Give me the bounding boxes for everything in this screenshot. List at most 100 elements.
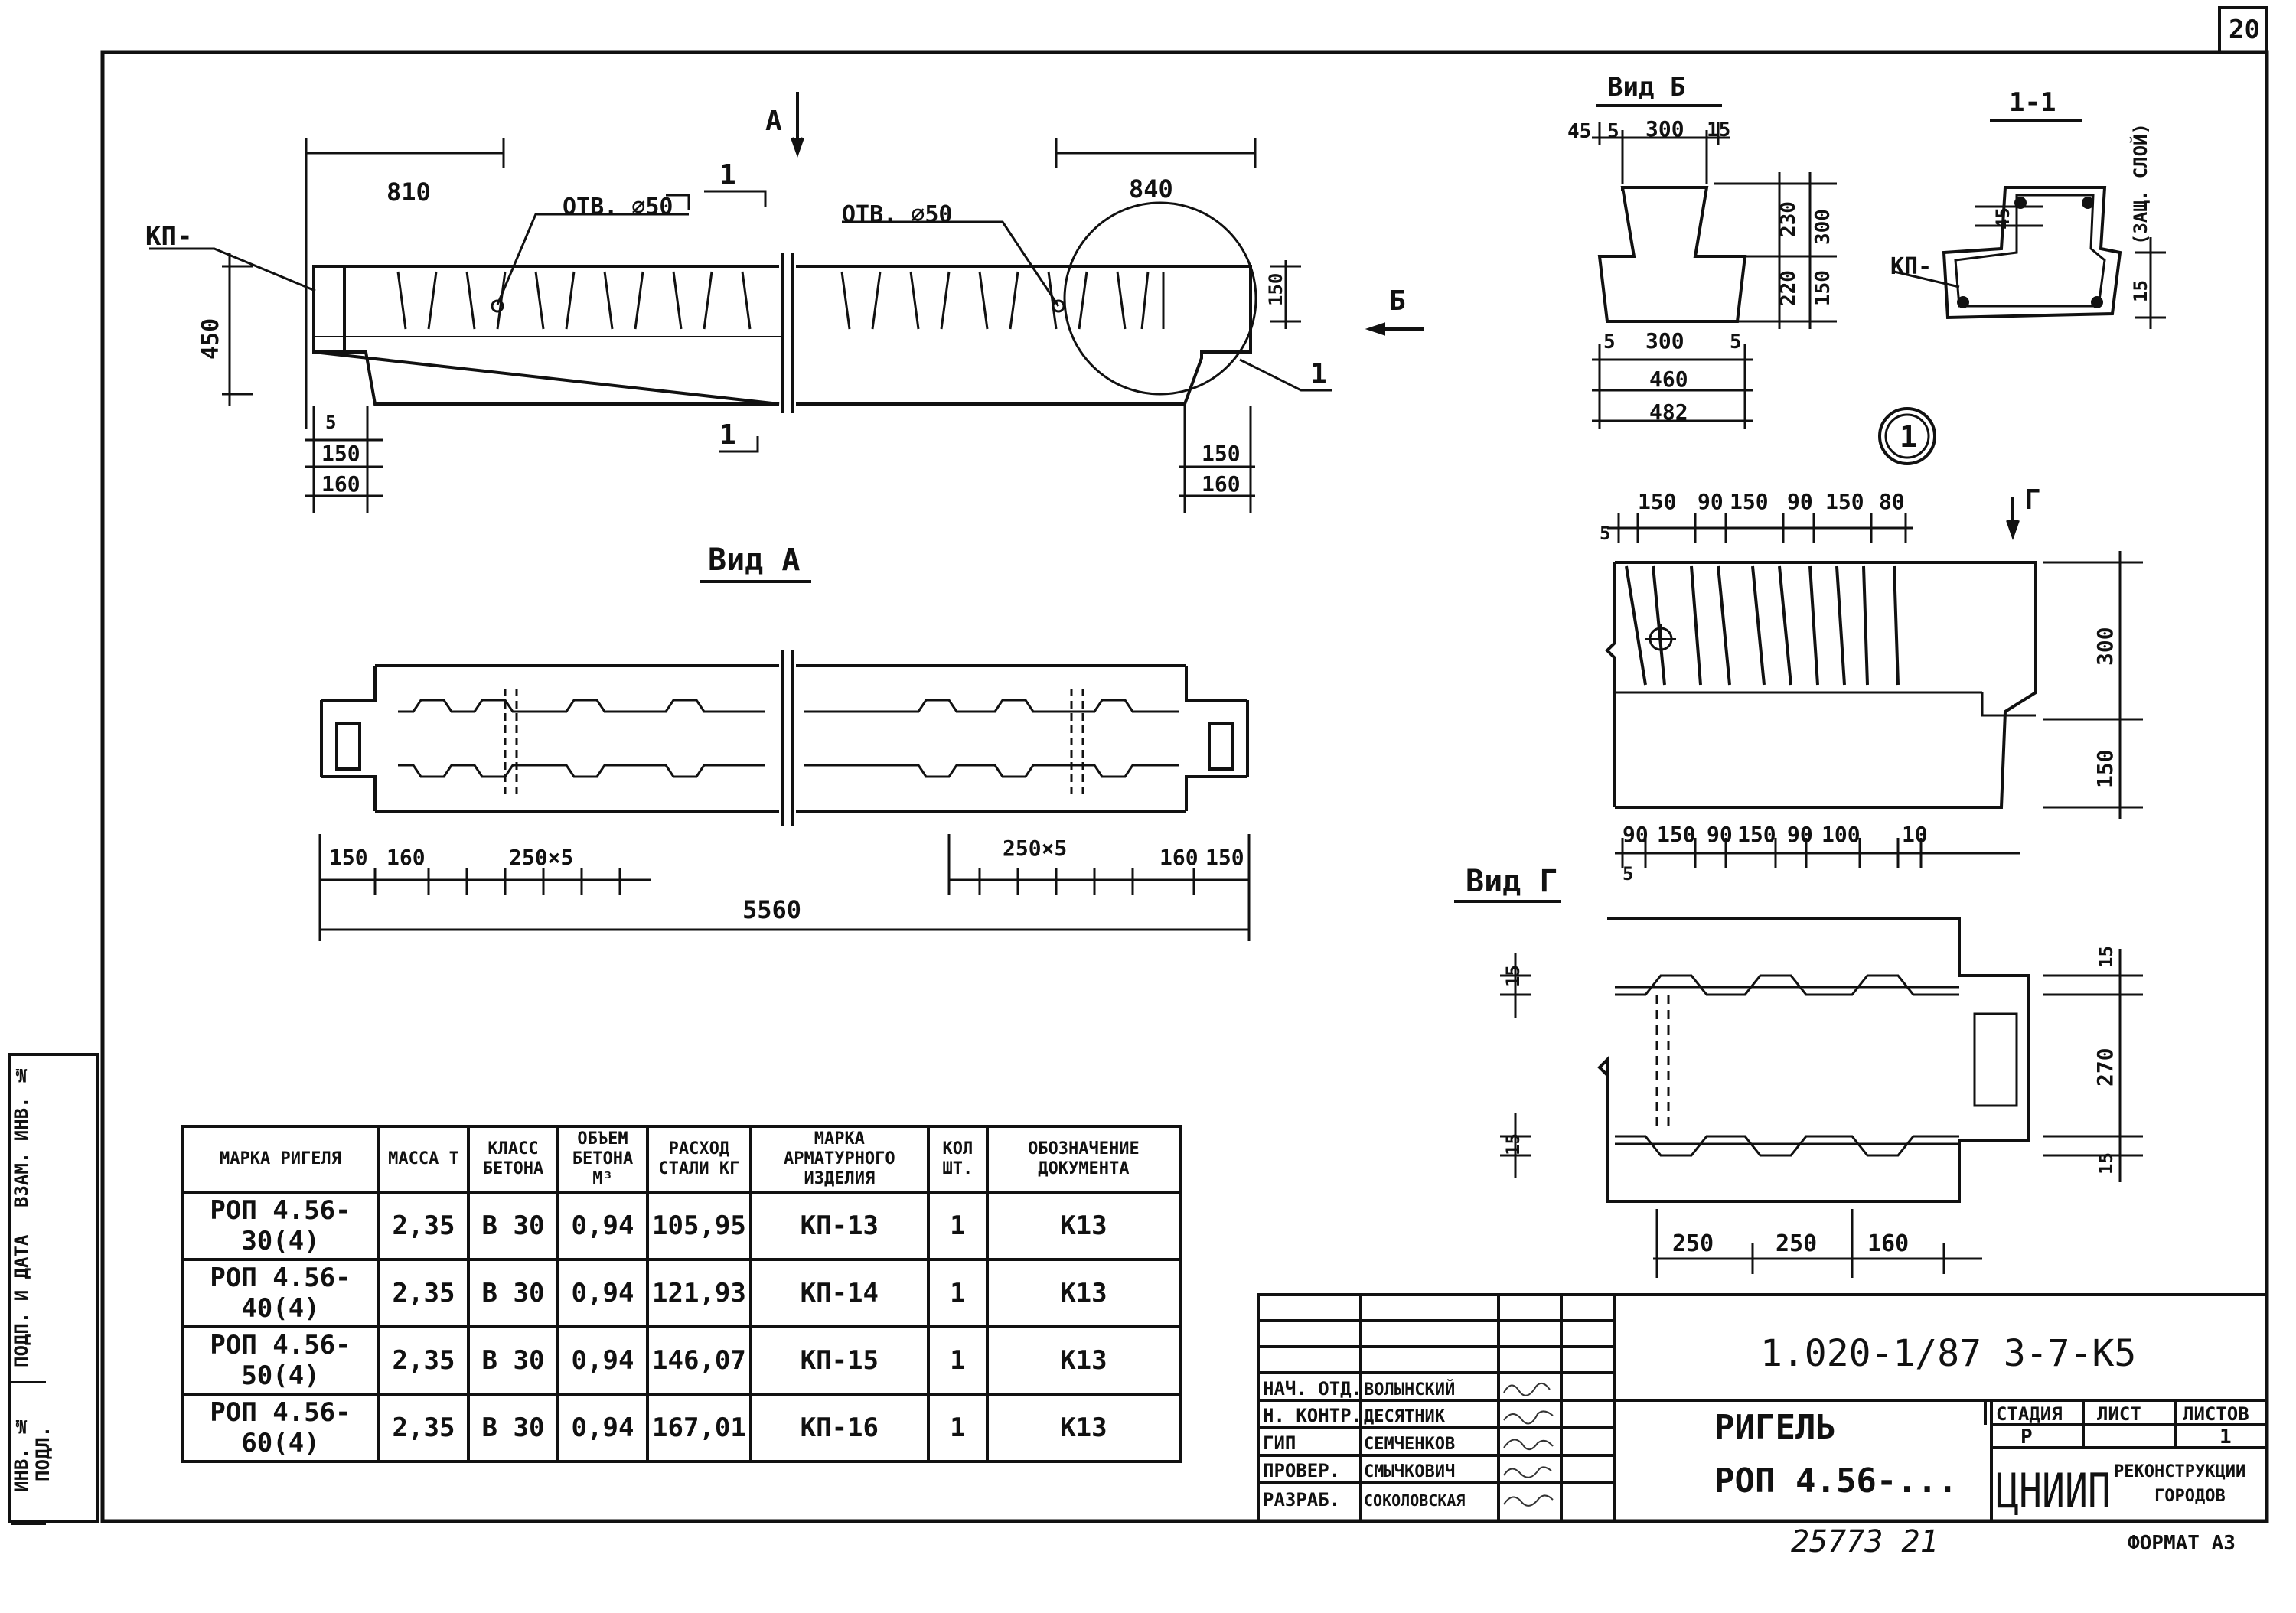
dim-s1-45: 45 <box>1992 207 2014 230</box>
org-line-2: ГОРОДОВ <box>2154 1487 2226 1506</box>
stage-value: Р <box>2020 1426 2033 1448</box>
dim-va-160b: 160 <box>1159 845 1199 870</box>
label-kp-main: КП- <box>145 221 192 252</box>
dim-vg-250a: 250 <box>1672 1230 1714 1257</box>
cell-qty: 1 <box>926 1258 989 1328</box>
dim-vg-90b: 90 <box>1707 822 1733 847</box>
cell-steel: 146,07 <box>646 1325 752 1396</box>
cell-kp: КП-15 <box>748 1325 930 1396</box>
dim-vg-250b: 250 <box>1776 1230 1817 1257</box>
cell-mark: РОП 4.56-50(4) <box>181 1325 380 1396</box>
staff-name-1: ВОЛЫНСКИЙ <box>1364 1380 1455 1400</box>
org-line-1: РЕКОНСТРУКЦИИ <box>2114 1462 2245 1481</box>
cell-class: В 30 <box>467 1191 559 1261</box>
label-arrow-a: А <box>765 106 782 137</box>
label-kp-section: КП- <box>1890 253 1932 280</box>
side-strip: ИНВ. № ПОДЛ. ПОДП. И ДАТА ВЗАМ. ИНВ. № <box>8 1053 99 1525</box>
view-a-plan <box>318 650 1251 941</box>
dim-main-150b: 150 <box>1202 441 1241 466</box>
view-a-title: Вид А <box>708 543 800 578</box>
dim-main-5: 5 <box>325 412 336 433</box>
dim-n1-90a: 90 <box>1698 489 1724 514</box>
dim-main-450: 450 <box>197 318 224 360</box>
cell-class: В 30 <box>467 1393 559 1463</box>
cell-kp: КП-14 <box>748 1258 930 1328</box>
cell-volume: 0,94 <box>556 1393 649 1463</box>
dim-vg-15c: 15 <box>2095 946 2117 968</box>
dim-vb-15: 15 <box>1707 119 1730 142</box>
sheets-value: 1 <box>2219 1426 2232 1448</box>
col-kp: МАРКА АРМАТУРНОГО ИЗДЕЛИЯ <box>748 1125 930 1194</box>
label-hole-left: ОТВ. ⌀50 <box>563 194 673 220</box>
dim-main-810: 810 <box>386 178 431 207</box>
dim-vb-230: 230 <box>1777 201 1800 237</box>
dim-vb-482: 482 <box>1649 399 1688 425</box>
dim-n1-5: 5 <box>1600 523 1610 544</box>
label-section-bottom: 1 <box>719 419 736 451</box>
table-row: РОП 4.56-30(4) 2,35 В 30 0,94 105,95 КП-… <box>181 1191 1182 1261</box>
dim-vg-15a: 15 <box>1502 965 1524 987</box>
col-mark: МАРКА РИГЕЛЯ <box>181 1125 380 1194</box>
cell-mark: РОП 4.56-30(4) <box>181 1191 380 1261</box>
col-class: КЛАСС БЕТОНА <box>467 1125 559 1194</box>
inventory-number: 25773 21 <box>1791 1524 1939 1559</box>
dim-va-250x5a: 250×5 <box>509 845 573 870</box>
dim-main-160b: 160 <box>1202 471 1241 497</box>
cell-doc: К13 <box>985 1393 1182 1463</box>
col-mass: МАССА Т <box>377 1125 470 1194</box>
label-hole-right: ОТВ. ⌀50 <box>842 201 953 228</box>
cell-qty: 1 <box>926 1393 989 1463</box>
dim-n1-150b: 150 <box>1730 489 1769 514</box>
stage-header: СТАДИЯ <box>1996 1403 2063 1425</box>
node-1-detail <box>1605 497 2143 819</box>
section-1-1-title: 1-1 <box>2009 87 2056 118</box>
dim-n1-300: 300 <box>2092 627 2118 666</box>
dim-s1-15: 15 <box>2130 280 2151 302</box>
dim-vb-300v: 300 <box>1812 209 1835 245</box>
label-callout-1: 1 <box>1310 358 1327 389</box>
dim-vg-100: 100 <box>1821 822 1861 847</box>
dim-va-150a: 150 <box>329 845 368 870</box>
cell-doc: К13 <box>985 1258 1182 1328</box>
dim-vb-300b: 300 <box>1645 328 1684 354</box>
cell-volume: 0,94 <box>556 1191 649 1261</box>
side-strip-sign: ПОДП. И ДАТА <box>11 1220 46 1383</box>
dim-va-total: 5560 <box>742 895 801 924</box>
dim-vb-5c: 5 <box>1730 331 1742 354</box>
product-line-2: РОП 4.56-... <box>1714 1461 1958 1501</box>
view-g-title: Вид Г <box>1466 864 1557 899</box>
sheet-number: 20 <box>2229 15 2260 45</box>
dim-vg-10: 10 <box>1902 822 1928 847</box>
dim-vg-160: 160 <box>1867 1230 1909 1257</box>
staff-role-5: РАЗРАБ. <box>1263 1489 1340 1510</box>
side-strip-inv: ИНВ. № ПОДЛ. <box>11 1385 54 1525</box>
staff-role-2: Н. КОНТР. <box>1263 1405 1362 1426</box>
side-strip-replace: ВЗАМ. ИНВ. № <box>11 1064 32 1208</box>
dim-main-150v: 150 <box>1265 273 1287 306</box>
col-steel: РАСХОД СТАЛИ КГ <box>646 1125 752 1194</box>
label-arrow-b: Б <box>1389 285 1406 317</box>
doc-code: 1.020-1/87 3-7-К5 <box>1760 1332 2136 1375</box>
org-logo: ЦНИИП <box>1996 1463 2111 1519</box>
label-arrow-g: Г <box>2024 484 2041 516</box>
dim-vb-300: 300 <box>1645 116 1684 142</box>
col-volume: ОБЪЕМ БЕТОНА М³ <box>556 1125 649 1194</box>
node-1-marker <box>1878 407 1936 465</box>
spec-table: МАРКА РИГЕЛЯ МАССА Т КЛАСС БЕТОНА ОБЪЕМ … <box>181 1125 1182 1463</box>
staff-role-3: ГИП <box>1263 1432 1296 1454</box>
label-section-top: 1 <box>719 159 736 191</box>
dim-vb-5b: 5 <box>1603 331 1616 354</box>
staff-name-3: СЕМЧЕНКОВ <box>1364 1435 1455 1454</box>
dim-n1-90b: 90 <box>1787 489 1813 514</box>
dim-n1-150a: 150 <box>1638 489 1677 514</box>
view-b-title: Вид Б <box>1607 72 1685 103</box>
cell-mark: РОП 4.56-40(4) <box>181 1258 380 1328</box>
staff-role-1: НАЧ. ОТД. <box>1263 1378 1362 1400</box>
view-g-plan <box>1500 838 2143 1278</box>
section-1-1 <box>1893 186 2166 329</box>
cell-kp: КП-13 <box>748 1191 930 1261</box>
cell-volume: 0,94 <box>556 1325 649 1396</box>
dim-n1-150v: 150 <box>2092 749 2118 788</box>
staff-name-5: СОКОЛОВСКАЯ <box>1364 1491 1465 1510</box>
